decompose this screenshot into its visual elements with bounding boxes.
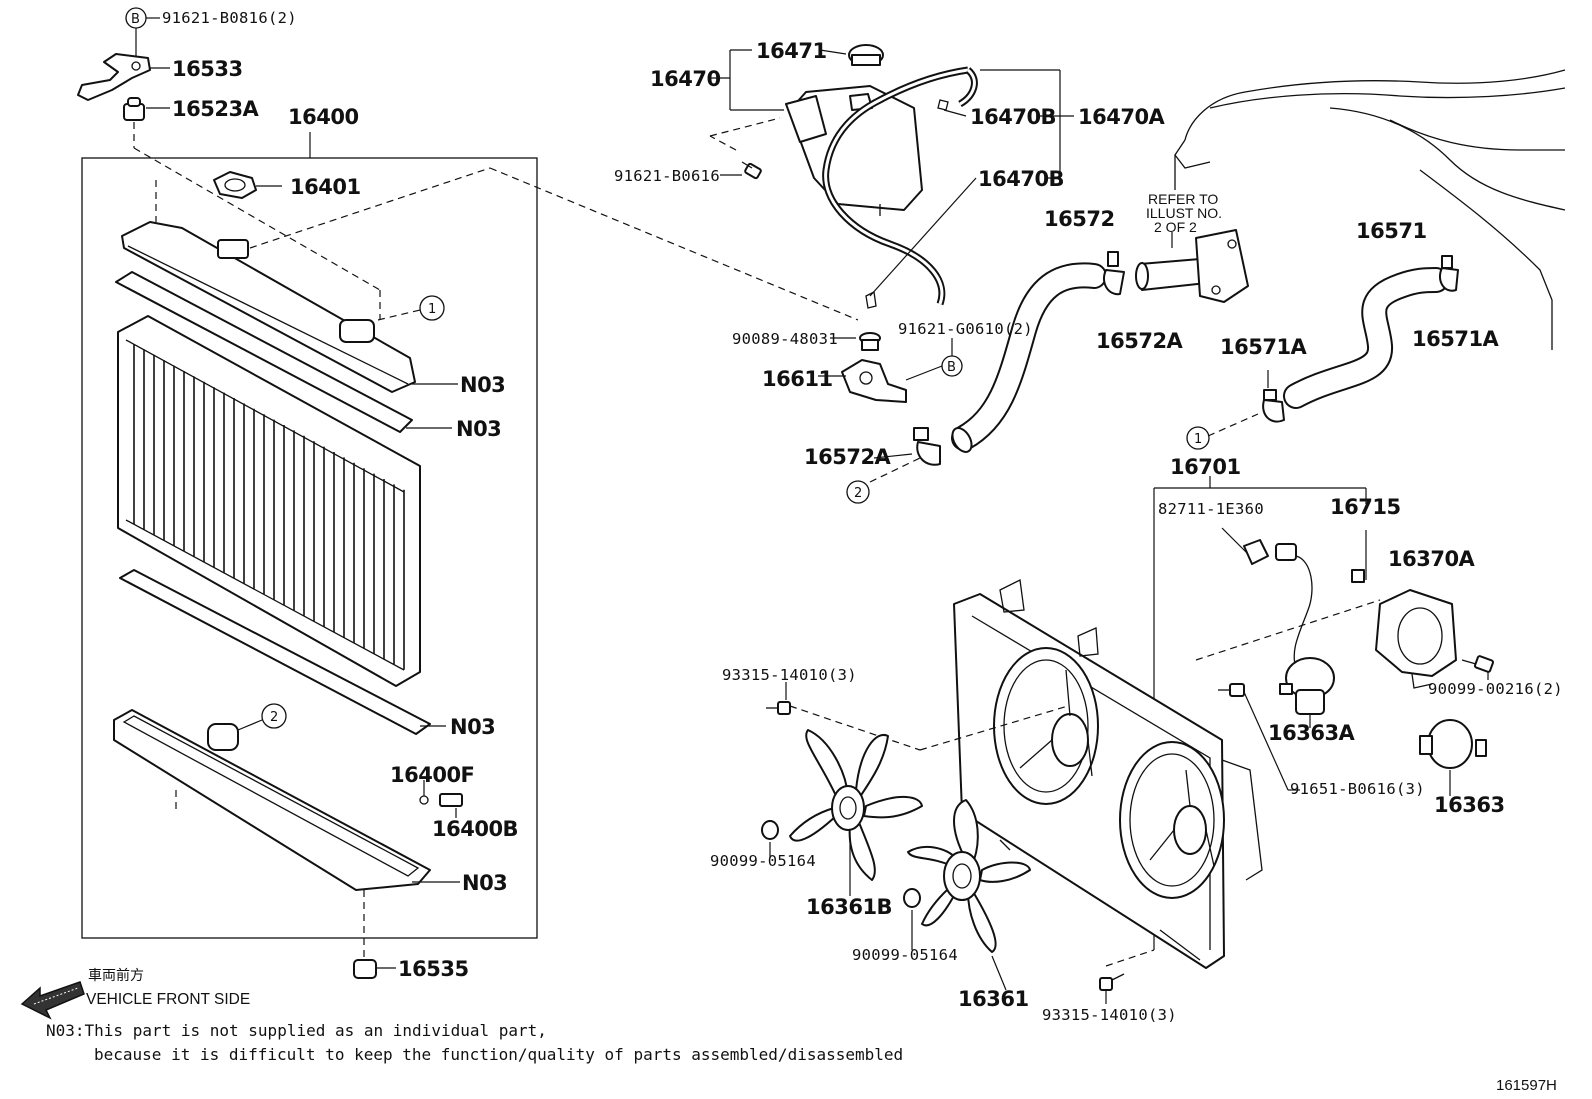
clamp-16572a-upper bbox=[1102, 251, 1125, 296]
note-line-2: because it is difficult to keep the func… bbox=[94, 1045, 903, 1064]
reserve-tank bbox=[785, 85, 923, 216]
clamp-16571a-upper bbox=[1438, 255, 1459, 292]
vehicle-front-arrow bbox=[20, 981, 85, 1020]
reserve-tank-hose bbox=[822, 66, 978, 306]
gasket-90089 bbox=[859, 332, 881, 351]
label-16715: 16715 bbox=[1330, 495, 1401, 519]
radiator-cushion-upper bbox=[123, 97, 145, 121]
fan-motor-16363a bbox=[1279, 657, 1335, 715]
label-16363a: 16363A bbox=[1268, 721, 1356, 745]
callout-1-radiator-text: 1 bbox=[428, 302, 436, 317]
label-16533: 16533 bbox=[172, 57, 243, 81]
bolt-90099-00216 bbox=[1461, 655, 1495, 673]
callout-b-top-text: B bbox=[131, 12, 140, 27]
fan-blade-16361b bbox=[789, 729, 923, 881]
callout-1-hose bbox=[1186, 426, 1210, 450]
label-91621-g0610: 91621-G0610(2) bbox=[898, 320, 1033, 338]
nut-90099-05164-mid bbox=[903, 888, 921, 908]
fan-shroud bbox=[953, 579, 1263, 969]
drain-plug bbox=[419, 793, 463, 807]
callout-2-radiator-text: 2 bbox=[270, 710, 278, 725]
label-16523a: 16523A bbox=[172, 97, 260, 121]
label-16535: 16535 bbox=[398, 957, 469, 981]
radiator-cap bbox=[213, 171, 257, 199]
label-16363: 16363 bbox=[1434, 793, 1505, 817]
callout-2-hose-text: 2 bbox=[854, 486, 862, 501]
front-side-en: VEHICLE FRONT SIDE bbox=[86, 991, 250, 1008]
refer-line-1: REFER TO bbox=[1148, 191, 1218, 207]
label-n03-1: N03 bbox=[460, 373, 505, 397]
label-16400b: 16400B bbox=[432, 817, 518, 841]
callout-1-radiator bbox=[419, 295, 445, 321]
label-16470: 16470 bbox=[650, 67, 721, 91]
label-16470b-top: 16470B bbox=[970, 105, 1056, 129]
callout-b-mid-text: B bbox=[947, 360, 956, 375]
fan-blade-16361 bbox=[907, 799, 1031, 953]
label-16571a-right: 16571A bbox=[1412, 327, 1500, 351]
label-91651-b0616: 91651-B0616(3) bbox=[1290, 780, 1425, 798]
callout-2-hose bbox=[846, 480, 870, 504]
bolt-93315-bottom bbox=[1099, 973, 1125, 991]
label-16361: 16361 bbox=[958, 987, 1029, 1011]
label-n03-2: N03 bbox=[456, 417, 501, 441]
radiator-core bbox=[117, 315, 421, 687]
lower-gasket-1 bbox=[119, 569, 431, 735]
label-16361b: 16361B bbox=[806, 895, 892, 919]
callout-1-hose-text: 1 bbox=[1194, 432, 1202, 447]
label-16572a-left: 16572A bbox=[804, 445, 892, 469]
label-n03-3: N03 bbox=[450, 715, 495, 739]
bolt-91651 bbox=[1218, 683, 1245, 697]
front-side-jp: 車両前方 bbox=[88, 967, 144, 983]
label-16701: 16701 bbox=[1170, 455, 1241, 479]
label-91621-b0616: 91621-B0616 bbox=[614, 167, 720, 185]
label-16470b-mid: 16470B bbox=[978, 167, 1064, 191]
label-16572: 16572 bbox=[1044, 207, 1115, 231]
clamp-16571a-lower bbox=[1262, 389, 1285, 423]
label-16470a: 16470A bbox=[1078, 105, 1166, 129]
label-16471: 16471 bbox=[756, 39, 827, 63]
fan-shroud-16370a bbox=[1375, 589, 1457, 689]
upper-tank bbox=[121, 221, 416, 393]
fan-motor-16363 bbox=[1419, 719, 1487, 769]
label-82711-1e360: 82711-1E360 bbox=[1158, 500, 1264, 518]
label-16400: 16400 bbox=[288, 105, 359, 129]
radiator-support-bracket bbox=[77, 53, 151, 101]
label-90089-48031: 90089-48031 bbox=[732, 330, 838, 348]
water-outlet bbox=[1135, 229, 1249, 303]
filler-neck-16611 bbox=[841, 359, 907, 403]
radiator-outlet-hose-16571 bbox=[1283, 267, 1449, 409]
note-line-1: N03:This part is not supplied as an indi… bbox=[46, 1021, 547, 1040]
label-16572a-right: 16572A bbox=[1096, 329, 1184, 353]
label-90099-05164-left: 90099-05164 bbox=[710, 852, 816, 870]
label-90099-05164-mid: 90099-05164 bbox=[852, 946, 958, 964]
label-16370a: 16370A bbox=[1388, 547, 1476, 571]
label-90099-00216: 90099-00216(2) bbox=[1428, 680, 1563, 698]
wire-harness bbox=[1243, 539, 1365, 669]
label-93315-bottom: 93315-14010(3) bbox=[1042, 1006, 1177, 1024]
reserve-tank-cap bbox=[848, 44, 884, 66]
engine-outline bbox=[1174, 69, 1566, 350]
callout-2-radiator bbox=[261, 703, 287, 729]
label-16571: 16571 bbox=[1356, 219, 1427, 243]
label-93315-top: 93315-14010(3) bbox=[722, 666, 857, 684]
label-91621-b0816: 91621-B0816(2) bbox=[162, 9, 297, 27]
label-16401: 16401 bbox=[290, 175, 361, 199]
radiator-cushion-lower bbox=[353, 959, 377, 979]
label-16400f: 16400F bbox=[390, 763, 474, 787]
clamp-16572a-lower bbox=[913, 427, 941, 466]
bolt-93315-top bbox=[766, 701, 791, 715]
label-16611: 16611 bbox=[762, 367, 833, 391]
refer-line-3: 2 OF 2 bbox=[1154, 219, 1197, 235]
lower-tank bbox=[113, 709, 431, 891]
label-n03-4: N03 bbox=[462, 871, 507, 895]
tank-bolt bbox=[741, 161, 762, 180]
nut-90099-05164-left bbox=[761, 820, 779, 840]
label-16571a-mid: 16571A bbox=[1220, 335, 1308, 359]
radiator-inlet-hose-16572 bbox=[951, 262, 1107, 453]
figure-id: 161597H bbox=[1496, 1077, 1557, 1094]
upper-gasket bbox=[115, 271, 413, 433]
refer-line-2: ILLUST NO. bbox=[1146, 205, 1222, 221]
